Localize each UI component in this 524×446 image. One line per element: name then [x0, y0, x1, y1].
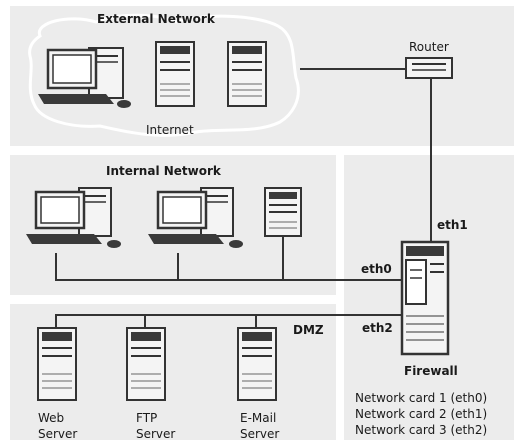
firewall-icon [400, 240, 450, 356]
tower-server-icon [155, 41, 195, 107]
internal-network-title: Internal Network [106, 164, 221, 178]
external-network-title: External Network [97, 12, 215, 26]
network-card-3: Network card 3 (eth2) [355, 423, 488, 437]
router-icon [405, 57, 453, 79]
web-server-label: Web Server [38, 410, 77, 442]
tower-server-icon [126, 327, 166, 401]
tower-server-icon [37, 327, 77, 401]
email-server-label-line1: E-Mail [240, 411, 277, 425]
email-server-label-line2: Server [240, 427, 280, 441]
eth2-label: eth2 [362, 321, 393, 335]
workstation-icon [148, 187, 243, 248]
tower-server-icon [264, 187, 302, 237]
workstation-icon [26, 187, 121, 248]
network-card-1: Network card 1 (eth0) [355, 391, 488, 405]
tower-server-icon [227, 41, 267, 107]
workstation-icon [38, 47, 131, 108]
tower-server-icon [237, 327, 277, 401]
dmz-title: DMZ [293, 323, 324, 337]
eth0-label: eth0 [361, 262, 392, 276]
firewall-label: Firewall [404, 364, 458, 378]
ftp-server-label-line1: FTP [136, 411, 158, 425]
eth1-label: eth1 [437, 218, 468, 232]
web-server-label-line1: Web [38, 411, 65, 425]
ftp-server-label-line2: Server [136, 427, 176, 441]
dmz-bus [55, 314, 410, 328]
internet-label: Internet [146, 123, 194, 137]
ftp-server-label: FTP Server [136, 410, 175, 442]
internal-bus [55, 235, 404, 281]
router-label: Router [409, 40, 449, 54]
network-card-2: Network card 2 (eth1) [355, 407, 488, 421]
internet-cloud [28, 13, 300, 137]
web-server-label-line2: Server [38, 427, 78, 441]
email-server-label: E-Mail Server [240, 410, 279, 442]
